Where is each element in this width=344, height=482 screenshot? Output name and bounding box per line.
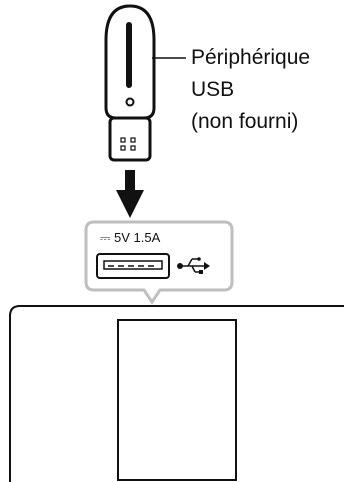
usb-stick-icon — [104, 4, 156, 162]
callout-label-line2: USB — [191, 78, 235, 101]
device-inner-panel — [117, 319, 237, 481]
usb-port-icon — [96, 253, 170, 279]
callout-label-line1: Périphérique — [191, 46, 311, 69]
port-spec-label: ⎓ 5V 1.5A — [100, 230, 160, 246]
usb-symbol-icon — [177, 257, 210, 274]
port-spec-text: 5V 1.5A — [114, 230, 161, 245]
device-body-outline — [9, 305, 344, 482]
dc-symbol-icon: ⎓ — [100, 230, 111, 245]
down-arrow-icon — [116, 170, 144, 218]
callout-label-line3: (non fourni) — [191, 110, 299, 133]
